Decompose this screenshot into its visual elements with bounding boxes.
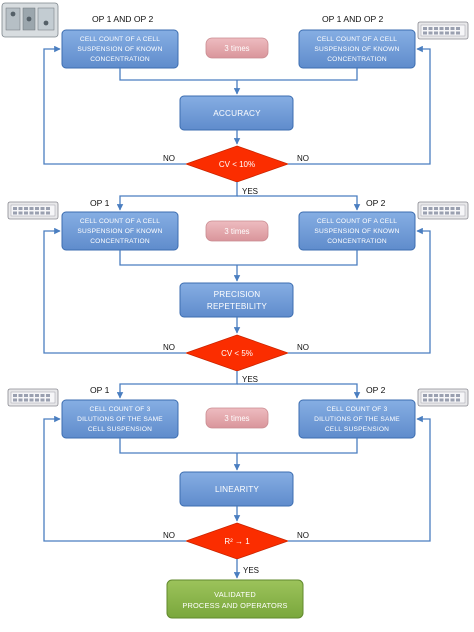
box-line: CELL COUNT OF A CELL (317, 218, 397, 225)
process-label: ACCURACY (213, 109, 261, 118)
box-line: CELL SUSPENSION (325, 426, 389, 433)
no-loop-left (43, 45, 186, 165)
box-line: CELL COUNT OF 3 (90, 406, 151, 413)
repeat-times-label: 3 times (224, 414, 249, 423)
counting-slide-icon (417, 201, 469, 220)
cell-counter-device-icon (1, 2, 59, 38)
connector (119, 438, 237, 454)
box-line: CONCENTRATION (327, 238, 387, 245)
no-label-left: NO (163, 531, 175, 540)
no-loop-right (288, 415, 431, 542)
no-loop-right (288, 227, 431, 354)
no-loop-left (43, 415, 186, 542)
box-line: CONCENTRATION (90, 56, 150, 63)
repeat-times-badge (205, 407, 269, 429)
yes-label: YES (243, 566, 259, 575)
box-line: DILUTIONS OF THE SAME (314, 416, 400, 423)
yes-connector-right (237, 195, 361, 211)
decision-condition: CV < 5% (221, 349, 253, 358)
counting-slide-icon (417, 388, 469, 407)
box-line: SUSPENSION OF KNOWN (314, 46, 399, 53)
yes-connector-right (237, 383, 361, 399)
no-label-right: NO (297, 531, 309, 540)
repeat-times-badge (205, 220, 269, 242)
box-line: SUSPENSION OF KNOWN (77, 46, 162, 53)
no-label-right: NO (297, 343, 309, 352)
connector (237, 438, 358, 454)
op-label-left: OP 1 (90, 385, 110, 395)
box-line: CELL COUNT OF 3 (327, 406, 388, 413)
box-line: CELL SUSPENSION (88, 426, 152, 433)
connector (237, 68, 358, 81)
repeat-times-badge (205, 37, 269, 59)
no-label-left: NO (163, 154, 175, 163)
yes-connector-left (116, 182, 238, 211)
box-line: SUSPENSION OF KNOWN (314, 228, 399, 235)
connector (237, 250, 358, 266)
op-label-right: OP 2 (366, 198, 386, 208)
no-label-right: NO (297, 154, 309, 163)
decision-condition: CV < 10% (219, 160, 255, 169)
no-label-left: NO (163, 343, 175, 352)
box-line: CELL COUNT OF A CELL (80, 218, 160, 225)
op-label-left: OP 1 AND OP 2 (92, 14, 154, 24)
final-label-line: VALIDATED (214, 590, 256, 599)
box-line: CELL COUNT OF A CELL (80, 36, 160, 43)
precision-process-box (179, 282, 294, 318)
process-label: REPETEBILITY (207, 302, 268, 311)
validated-result-box (166, 579, 304, 619)
yes-label: YES (242, 187, 258, 196)
final-label-line: PROCESS AND OPERATORS (182, 601, 287, 610)
repeat-times-label: 3 times (224, 227, 249, 236)
counting-slide-icon (417, 21, 469, 40)
box-line: CONCENTRATION (90, 238, 150, 245)
counting-slide-icon (7, 201, 59, 220)
yes-label: YES (242, 375, 258, 384)
decision-condition: R² → 1 (224, 537, 250, 546)
box-line: CELL COUNT OF A CELL (317, 36, 397, 43)
op-label-left: OP 1 (90, 198, 110, 208)
connector (119, 250, 237, 266)
no-loop-right (288, 45, 431, 165)
process-label: LINEARITY (215, 485, 259, 494)
box-line: SUSPENSION OF KNOWN (77, 228, 162, 235)
op-label-right: OP 2 (366, 385, 386, 395)
yes-connector-left (116, 371, 238, 399)
counting-slide-icon (7, 388, 59, 407)
no-loop-left (43, 227, 186, 354)
process-label: PRECISION (214, 290, 261, 299)
box-line: CONCENTRATION (327, 56, 387, 63)
box-line: DILUTIONS OF THE SAME (77, 416, 163, 423)
connector (119, 68, 237, 81)
op-label-right: OP 1 AND OP 2 (322, 14, 384, 24)
repeat-times-label: 3 times (224, 44, 249, 53)
